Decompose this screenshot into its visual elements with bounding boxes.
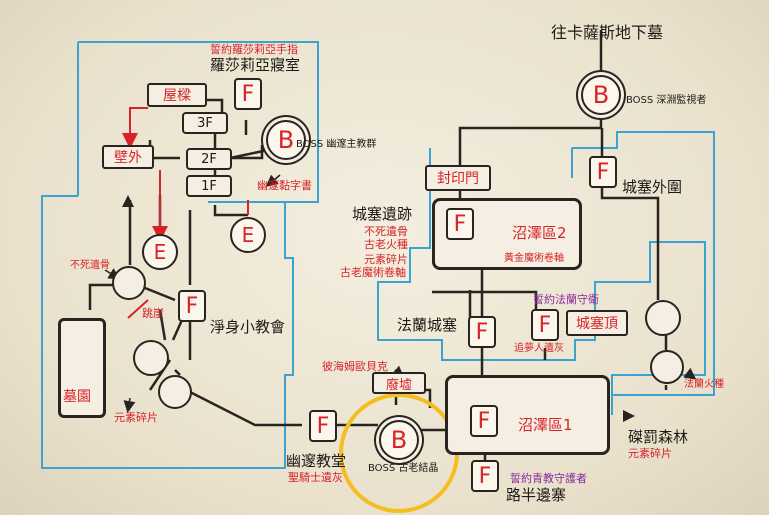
graveyard-label: 墓園 xyxy=(63,389,91,405)
undead-bone-label: 不死遺骨 xyxy=(70,260,110,271)
bonfire-deep-church-icon[interactable]: F xyxy=(309,410,337,442)
knight-ash-label: 聖騎士遺灰 xyxy=(288,471,343,484)
bonfire-farron-keep-icon[interactable]: F xyxy=(468,316,496,348)
jump-label: 跳崖 xyxy=(142,307,164,320)
bonfire-castle-top-icon[interactable]: F xyxy=(531,309,559,341)
swamp-2-label: 沼澤區2 xyxy=(512,224,567,242)
boss-abyss-label: BOSS 深淵監視者 xyxy=(626,95,707,106)
bonfire-swamp1-icon[interactable]: F xyxy=(470,405,498,437)
farron-fire-label: 法蘭火種 xyxy=(684,379,724,390)
area-borders xyxy=(41,41,715,469)
havel-label: 彼海姆歐貝克 xyxy=(322,360,388,373)
boss-deacons-label: BOSS 幽邃主教群 xyxy=(296,139,377,150)
elevator-icon[interactable]: E xyxy=(230,217,266,253)
bonfire-rosaria-icon[interactable]: F xyxy=(234,78,262,110)
seal-gate-box: 封印門 xyxy=(425,165,491,191)
crucifixion-woods-label: 磔罰森林 xyxy=(628,428,689,446)
floor-3f-box: 3F xyxy=(182,112,228,134)
rosaria-room-label: 羅莎莉亞寢室 xyxy=(210,56,301,74)
elevator-icon[interactable]: E xyxy=(142,234,178,270)
boss-abyss-icon[interactable]: B xyxy=(581,75,621,115)
graveyard-box xyxy=(58,318,106,418)
bonfire-halfway-icon[interactable]: F xyxy=(471,460,499,492)
boss-deacons-icon[interactable]: B xyxy=(266,120,306,160)
to-kasans-label: 往卡薩斯地下墓 xyxy=(551,23,664,42)
purify-chapel-label: 淨身小教會 xyxy=(210,318,286,336)
node-circle xyxy=(650,350,684,384)
node-circle xyxy=(645,300,681,336)
halfway-fortress-label: 路半邊寨 xyxy=(506,486,567,504)
deep-church-label: 幽邃教堂 xyxy=(286,452,347,470)
ruins-small-box: 廢墟 xyxy=(372,372,426,394)
castle-outer-label: 城塞外圍 xyxy=(622,178,683,196)
floor-1f-box: 1F xyxy=(186,175,232,197)
ring-rosaria-label: 誓約羅莎莉亞手指 xyxy=(210,43,298,56)
bonfire-castle-outer-icon[interactable]: F xyxy=(589,156,617,188)
oath-farron-label: 誓約法蘭守衛 xyxy=(533,293,599,306)
bonfire-chapel-icon[interactable]: F xyxy=(178,290,206,322)
woods-shard-label: 元素碎片 xyxy=(628,447,672,460)
farron-keep-label: 法蘭城塞 xyxy=(397,316,458,334)
bonfire-castle-ruins-icon[interactable]: F xyxy=(446,208,474,240)
node-circle xyxy=(133,340,169,376)
swamp-1-label: 沼澤區1 xyxy=(518,416,573,434)
outside-wall-box: 壁外 xyxy=(102,145,154,169)
ruins-items-3: 元素碎片 xyxy=(364,253,408,266)
floor-2f-box: 2F xyxy=(186,148,232,170)
node-circle xyxy=(158,375,192,409)
oath-blue-label: 誓約青教守護者 xyxy=(510,472,587,485)
boss-crystal-icon[interactable]: B xyxy=(379,420,419,460)
dream-ash-label: 追夢人遺灰 xyxy=(514,343,564,354)
beam-box: 屋樑 xyxy=(147,83,207,107)
gold-scroll-label: 黃金魔術卷軸 xyxy=(504,253,564,264)
ruins-items-4: 古老魔術卷軸 xyxy=(340,266,406,279)
gold-pendant-label: 幽邃黏字書 xyxy=(257,179,312,192)
ruins-items-1: 不死遺骨 xyxy=(364,225,408,238)
castle-top-box: 城塞頂 xyxy=(566,310,628,336)
castle-ruins-label: 城塞遺跡 xyxy=(352,205,413,223)
node-circle xyxy=(112,266,146,300)
element-shard-label: 元素碎片 xyxy=(114,411,158,424)
ruins-items-2: 古老火種 xyxy=(364,238,408,251)
boss-crystal-label: BOSS 古老結晶 xyxy=(368,463,439,474)
